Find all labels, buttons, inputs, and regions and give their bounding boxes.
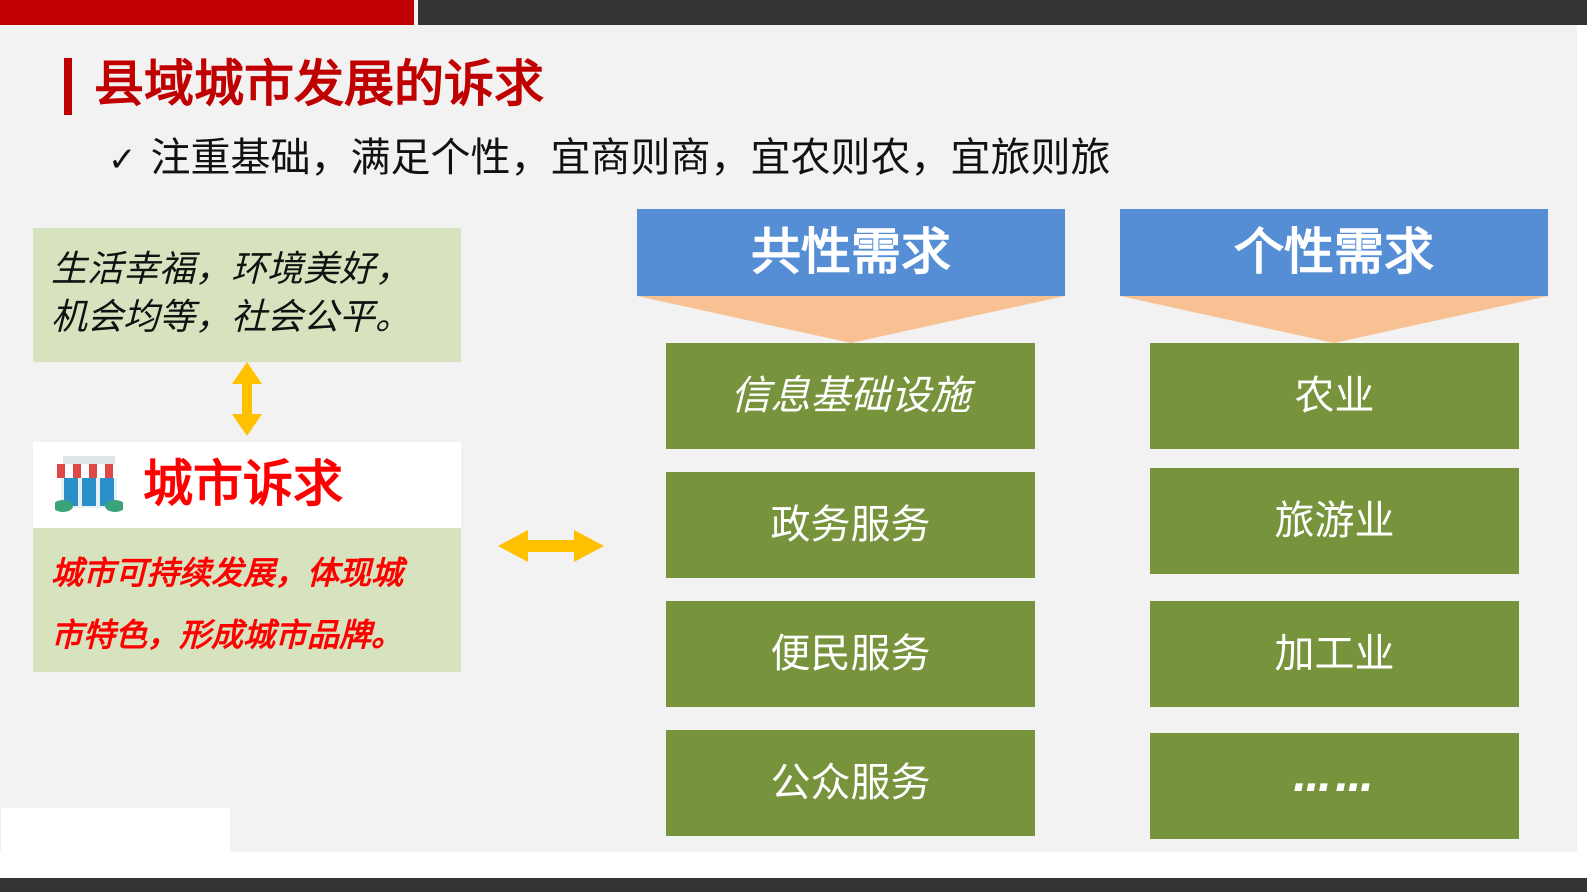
double-arrow-horizontal-icon: [498, 530, 604, 562]
individual-needs-header: 个性需求: [1120, 209, 1548, 296]
city-demand-line-2: 市特色，形成城市品牌。: [51, 616, 404, 654]
common-need-item: 公众服务: [666, 730, 1035, 836]
bottom-bar: [0, 878, 1587, 892]
individual-need-item: 旅游业: [1150, 468, 1519, 574]
city-demand-title: 城市诉求: [143, 455, 343, 513]
common-needs-header: 共性需求: [637, 209, 1065, 296]
individual-need-item-ellipsis: ……: [1150, 733, 1519, 839]
city-demand-header: 城市诉求: [33, 442, 461, 528]
goals-box: 生活幸福，环境美好， 机会均等，社会公平。: [33, 228, 461, 362]
double-arrow-vertical-icon: [232, 362, 262, 436]
city-demand-line-1: 城市可持续发展，体现城: [51, 554, 404, 592]
common-needs-funnel: [637, 296, 1065, 343]
individual-needs-funnel: [1120, 296, 1548, 343]
common-need-item: 信息基础设施: [666, 343, 1035, 449]
subtitle: ✓ 注重基础，满足个性，宜商则商，宜农则农，宜旅则旅: [108, 134, 1111, 184]
top-accent-bar-dark: [418, 0, 1587, 25]
city-demand-body: 城市可持续发展，体现城 市特色，形成城市品牌。: [33, 528, 461, 672]
individual-need-item: 加工业: [1150, 601, 1519, 707]
checkmark-icon: ✓: [108, 140, 137, 180]
blank-patch: [1, 808, 230, 852]
common-need-item: 便民服务: [666, 601, 1035, 707]
title-marker: [64, 58, 72, 115]
top-accent-bar-red: [0, 0, 414, 25]
subtitle-text: 注重基础，满足个性，宜商则商，宜农则农，宜旅则旅: [150, 135, 1111, 181]
common-need-item: 政务服务: [666, 472, 1035, 578]
goals-line-1: 生活幸福，环境美好，: [51, 249, 412, 290]
individual-need-item: 农业: [1150, 343, 1519, 449]
goals-line-2: 机会均等，社会公平。: [51, 297, 412, 338]
storefront-icon: [55, 456, 123, 512]
slide-title: 县域城市发展的诉求: [94, 55, 544, 113]
